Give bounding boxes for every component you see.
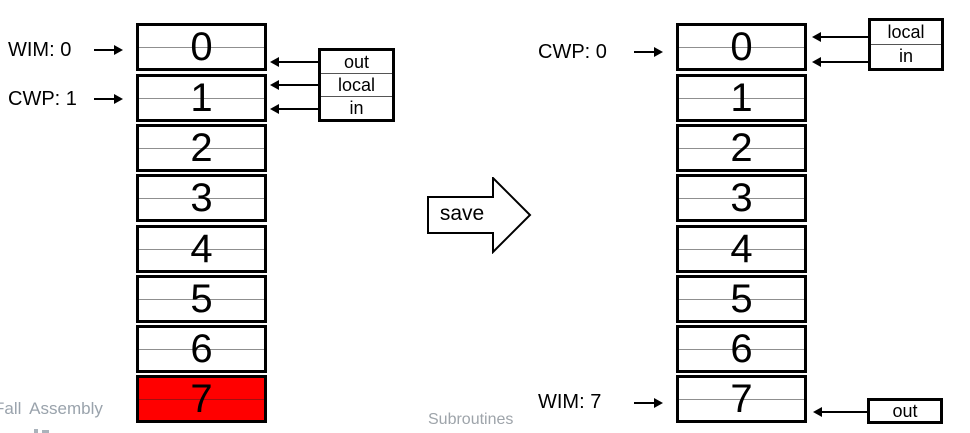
right-window-5: 5 — [676, 275, 807, 323]
window-number: 1 — [730, 76, 753, 120]
window-number: 7 — [730, 377, 753, 421]
right-in-arrow-icon — [812, 57, 868, 67]
window-number: 7 — [190, 377, 213, 421]
save-block-arrow — [427, 177, 532, 254]
right-window-3: 3 — [676, 174, 807, 222]
right-regs-box-bottom: out — [867, 398, 943, 424]
right-window-2: 2 — [676, 124, 807, 172]
regs-row-in: in — [321, 96, 392, 119]
partial-text-fragment — [42, 430, 49, 433]
watermark-subroutines: Subroutines — [428, 411, 514, 428]
save-label: save — [439, 202, 485, 225]
right-window-7: 7 — [676, 375, 807, 423]
right-window-4: 4 — [676, 225, 807, 273]
regs-row-local: local — [887, 22, 925, 42]
right-local-arrow-icon — [812, 32, 868, 42]
window-number: 0 — [730, 25, 753, 69]
regs-row-local: local — [321, 73, 392, 96]
window-divider — [679, 47, 804, 48]
window-divider — [679, 249, 804, 250]
right-window-6: 6 — [676, 325, 807, 373]
window-divider — [139, 249, 264, 250]
left-window-2: 2 — [136, 124, 267, 172]
watermark-fall-assembly: Fall Assembly — [0, 399, 103, 418]
left-local-arrow-icon — [270, 80, 318, 90]
partial-text-fragment — [34, 429, 38, 433]
left-window-0: 0 — [136, 23, 267, 71]
regs-row-in: in — [871, 44, 941, 68]
window-number: 6 — [190, 327, 213, 371]
regs-row-out: out — [343, 52, 370, 72]
right-regs-box-top: local in — [868, 18, 944, 71]
window-number: 5 — [190, 277, 213, 321]
right-window-1: 1 — [676, 74, 807, 122]
left-wim-pointer-arrow-icon — [94, 45, 123, 55]
regs-row-out: out — [892, 401, 918, 421]
right-cwp-label: CWP: 0 — [538, 41, 607, 63]
window-divider — [139, 349, 264, 350]
window-number: 0 — [190, 25, 213, 69]
left-window-4: 4 — [136, 225, 267, 273]
window-number: 2 — [190, 126, 213, 170]
left-in-arrow-icon — [270, 104, 318, 114]
window-divider — [679, 98, 804, 99]
window-divider — [679, 148, 804, 149]
window-number: 6 — [730, 327, 753, 371]
window-number: 3 — [190, 176, 213, 220]
window-number: 2 — [730, 126, 753, 170]
window-divider — [139, 399, 264, 400]
right-out-arrow-icon — [813, 407, 867, 417]
window-divider — [679, 299, 804, 300]
right-wim-label: WIM: 7 — [538, 391, 602, 413]
left-cwp-pointer-arrow-icon — [94, 94, 123, 104]
left-window-1: 1 — [136, 74, 267, 122]
right-cwp-pointer-arrow-icon — [634, 47, 663, 57]
window-number: 5 — [730, 277, 753, 321]
window-divider — [139, 98, 264, 99]
window-divider — [139, 198, 264, 199]
window-divider — [139, 148, 264, 149]
right-window-0: 0 — [676, 23, 807, 71]
left-cwp-label: CWP: 1 — [8, 88, 77, 110]
window-divider — [679, 198, 804, 199]
left-window-5: 5 — [136, 275, 267, 323]
left-regs-box: out local in — [318, 48, 395, 122]
left-window-3: 3 — [136, 174, 267, 222]
window-number: 4 — [190, 227, 213, 271]
left-wim-label: WIM: 0 — [8, 39, 72, 61]
left-window-6: 6 — [136, 325, 267, 373]
left-out-arrow-icon — [270, 57, 318, 67]
left-window-7-highlighted: 7 — [136, 375, 267, 423]
window-number: 4 — [730, 227, 753, 271]
window-number: 1 — [190, 76, 213, 120]
window-number: 3 — [730, 176, 753, 220]
right-wim-pointer-arrow-icon — [634, 398, 663, 408]
window-divider — [679, 399, 804, 400]
window-divider — [139, 47, 264, 48]
window-divider — [139, 299, 264, 300]
window-divider — [679, 349, 804, 350]
